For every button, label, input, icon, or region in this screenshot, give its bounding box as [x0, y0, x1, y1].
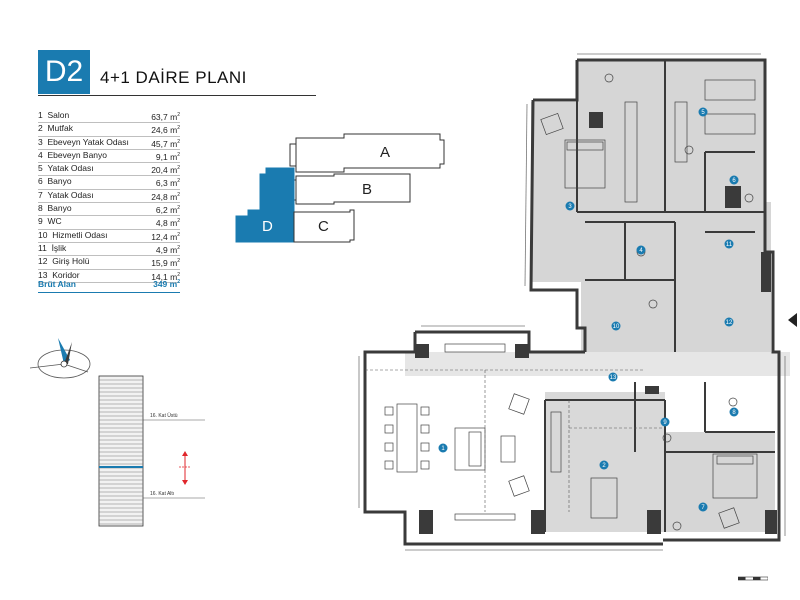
room-area: 45,7 m2	[151, 138, 180, 149]
room-marker-13: 13	[608, 372, 618, 382]
room-name: 5 Yatak Odası	[38, 163, 94, 174]
svg-text:7: 7	[701, 505, 705, 511]
room-area: 24,8 m2	[151, 191, 180, 202]
room-row: 8 Banyo 6,2 m2	[38, 203, 180, 217]
room-area: 14,1 m2	[151, 271, 180, 282]
bedroom-wing-floor	[577, 60, 765, 210]
svg-text:4: 4	[639, 248, 643, 254]
key-label-a: A	[380, 144, 391, 161]
room-name: 10 Hizmetli Odası	[38, 229, 108, 240]
key-block-b	[295, 173, 411, 205]
svg-text:9: 9	[663, 420, 667, 426]
room-row: 9 WC 4,8 m2	[38, 216, 180, 230]
room-name: 9 WC	[38, 216, 62, 227]
room-marker-1: 1	[438, 443, 448, 453]
svg-text:8: 8	[732, 410, 736, 416]
room-name: 8 Banyo	[38, 203, 72, 214]
svg-text:1: 1	[441, 446, 445, 452]
floor-label-bottom: 16. Kat Altı	[150, 491, 175, 497]
room-marker-11: 11	[724, 239, 734, 249]
room-area: 4,8 m2	[155, 218, 180, 229]
room-row: 5 Yatak Odası 20,4 m2	[38, 163, 180, 177]
key-label-c: C	[318, 218, 329, 235]
room-row: 13 Koridor 14,1 m2	[38, 270, 180, 283]
room-row: 12 Giriş Holü 15,9 m2	[38, 256, 180, 270]
key-block-c	[293, 209, 355, 243]
entrance-arrow-icon	[788, 313, 797, 327]
room-name: 12 Giriş Holü	[38, 256, 90, 267]
room-marker-5: 5	[698, 107, 708, 117]
room-row: 4 Ebeveyn Banyo 9,1 m2	[38, 149, 180, 164]
svg-text:6: 6	[732, 178, 736, 184]
key-label-d: D	[262, 218, 273, 235]
room-name: 11 İşlik	[38, 242, 67, 253]
tower-section: 16. Kat Üstü 16. Kat Altı	[95, 370, 215, 530]
room-name: 2 Mutfak	[38, 123, 73, 134]
tower-floor-lines	[99, 379, 143, 525]
room-marker-6: 6	[729, 175, 739, 185]
room-row: 3 Ebeveyn Yatak Odası 45,7 m2	[38, 137, 180, 150]
room-marker-4: 4	[636, 245, 646, 255]
tower-current-floor	[99, 466, 143, 468]
room-area: 20,4 m2	[151, 165, 180, 176]
room-row: 11 İşlik 4,9 m2	[38, 242, 180, 257]
room-name: 4 Ebeveyn Banyo	[38, 149, 108, 160]
tower-floors-drawing	[98, 375, 205, 527]
unit-code-badge: D2	[38, 50, 90, 94]
key-label-b: B	[362, 181, 373, 198]
room-marker-8: 8	[729, 407, 739, 417]
room-marker-9: 9	[660, 417, 670, 427]
room-marker-12: 12	[724, 317, 734, 327]
room-row: 7 Yatak Odası 24,8 m2	[38, 189, 180, 204]
room-marker-2: 2	[599, 460, 609, 470]
title-divider	[38, 95, 316, 96]
svg-text:12: 12	[726, 320, 733, 326]
svg-text:10: 10	[613, 324, 620, 330]
room-area: 9,1 m2	[155, 151, 180, 162]
room-row: 1 Salon 63,7 m2	[38, 110, 180, 124]
room-row: 10 Hizmetli Odası 12,4 m2	[38, 230, 180, 243]
key-block-a	[295, 133, 445, 173]
room-row: 6 Banyo 6,3 m2	[38, 176, 180, 190]
svg-text:2: 2	[602, 463, 606, 469]
furniture	[384, 73, 758, 531]
room-name: 3 Ebeveyn Yatak Odası	[38, 136, 129, 147]
room-area: 24,6 m2	[151, 125, 180, 136]
svg-text:11: 11	[726, 242, 733, 248]
room-marker-10: 10	[611, 321, 621, 331]
gross-area-row: Brüt Alan 349 m2	[38, 279, 180, 293]
room-name: 13 Koridor	[38, 269, 80, 280]
svg-text:3: 3	[568, 204, 572, 210]
room-area: 4,9 m2	[155, 244, 180, 255]
room-marker-7: 7	[698, 502, 708, 512]
key-plan: A B C D	[226, 130, 448, 250]
floor-label-top: 16. Kat Üstü	[150, 413, 178, 419]
room-area: 12,4 m2	[151, 231, 180, 242]
key-plan-drawing	[235, 133, 445, 243]
room-row: 2 Mutfak 24,6 m2	[38, 123, 180, 137]
room-name: 7 Yatak Odası	[38, 189, 94, 200]
corridor-floor	[405, 352, 795, 376]
svg-text:5: 5	[701, 110, 705, 116]
svg-text:13: 13	[610, 375, 617, 381]
room-area: 15,9 m2	[151, 258, 180, 269]
plan-title: 4+1 DAİRE PLANI	[100, 68, 247, 87]
room-marker-3: 3	[565, 201, 575, 211]
scale-bar-icon	[737, 568, 769, 581]
room-name: 1 Salon	[38, 110, 70, 120]
gross-area-value: 349 m2	[153, 279, 180, 289]
structural-columns	[415, 112, 777, 534]
room-area: 63,7 m2	[151, 111, 180, 122]
north-compass-icon	[22, 330, 92, 390]
room-area: 6,3 m2	[155, 178, 180, 189]
room-area: 6,2 m2	[155, 204, 180, 215]
gross-area-label: Brüt Alan	[38, 279, 76, 289]
room-name: 6 Banyo	[38, 176, 72, 187]
